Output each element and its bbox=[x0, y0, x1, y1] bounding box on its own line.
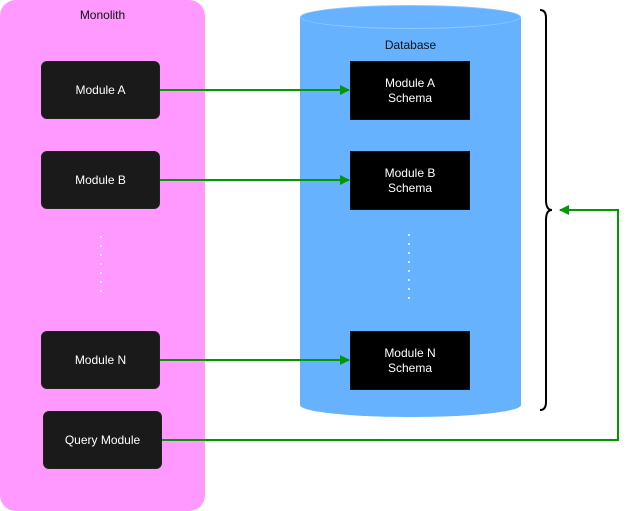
module-b-box[interactable]: Module B bbox=[41, 151, 160, 209]
curly-brace bbox=[539, 9, 553, 411]
monolith-ellipsis bbox=[100, 236, 104, 292]
module-a-schema-box[interactable]: Module A Schema bbox=[350, 61, 470, 120]
module-a-box[interactable]: Module A bbox=[41, 61, 160, 119]
database-label: Database bbox=[384, 38, 437, 52]
query-module-box[interactable]: Query Module bbox=[43, 411, 162, 469]
monolith-label: Monolith bbox=[79, 8, 126, 22]
module-n-box[interactable]: Module N bbox=[41, 331, 160, 389]
database-ellipsis bbox=[408, 234, 412, 299]
arrow-query-module-to-brace bbox=[162, 205, 619, 441]
module-b-schema-box[interactable]: Module B Schema bbox=[350, 151, 470, 210]
module-n-schema-box[interactable]: Module N Schema bbox=[350, 331, 470, 390]
database-cylinder-top bbox=[300, 5, 521, 29]
